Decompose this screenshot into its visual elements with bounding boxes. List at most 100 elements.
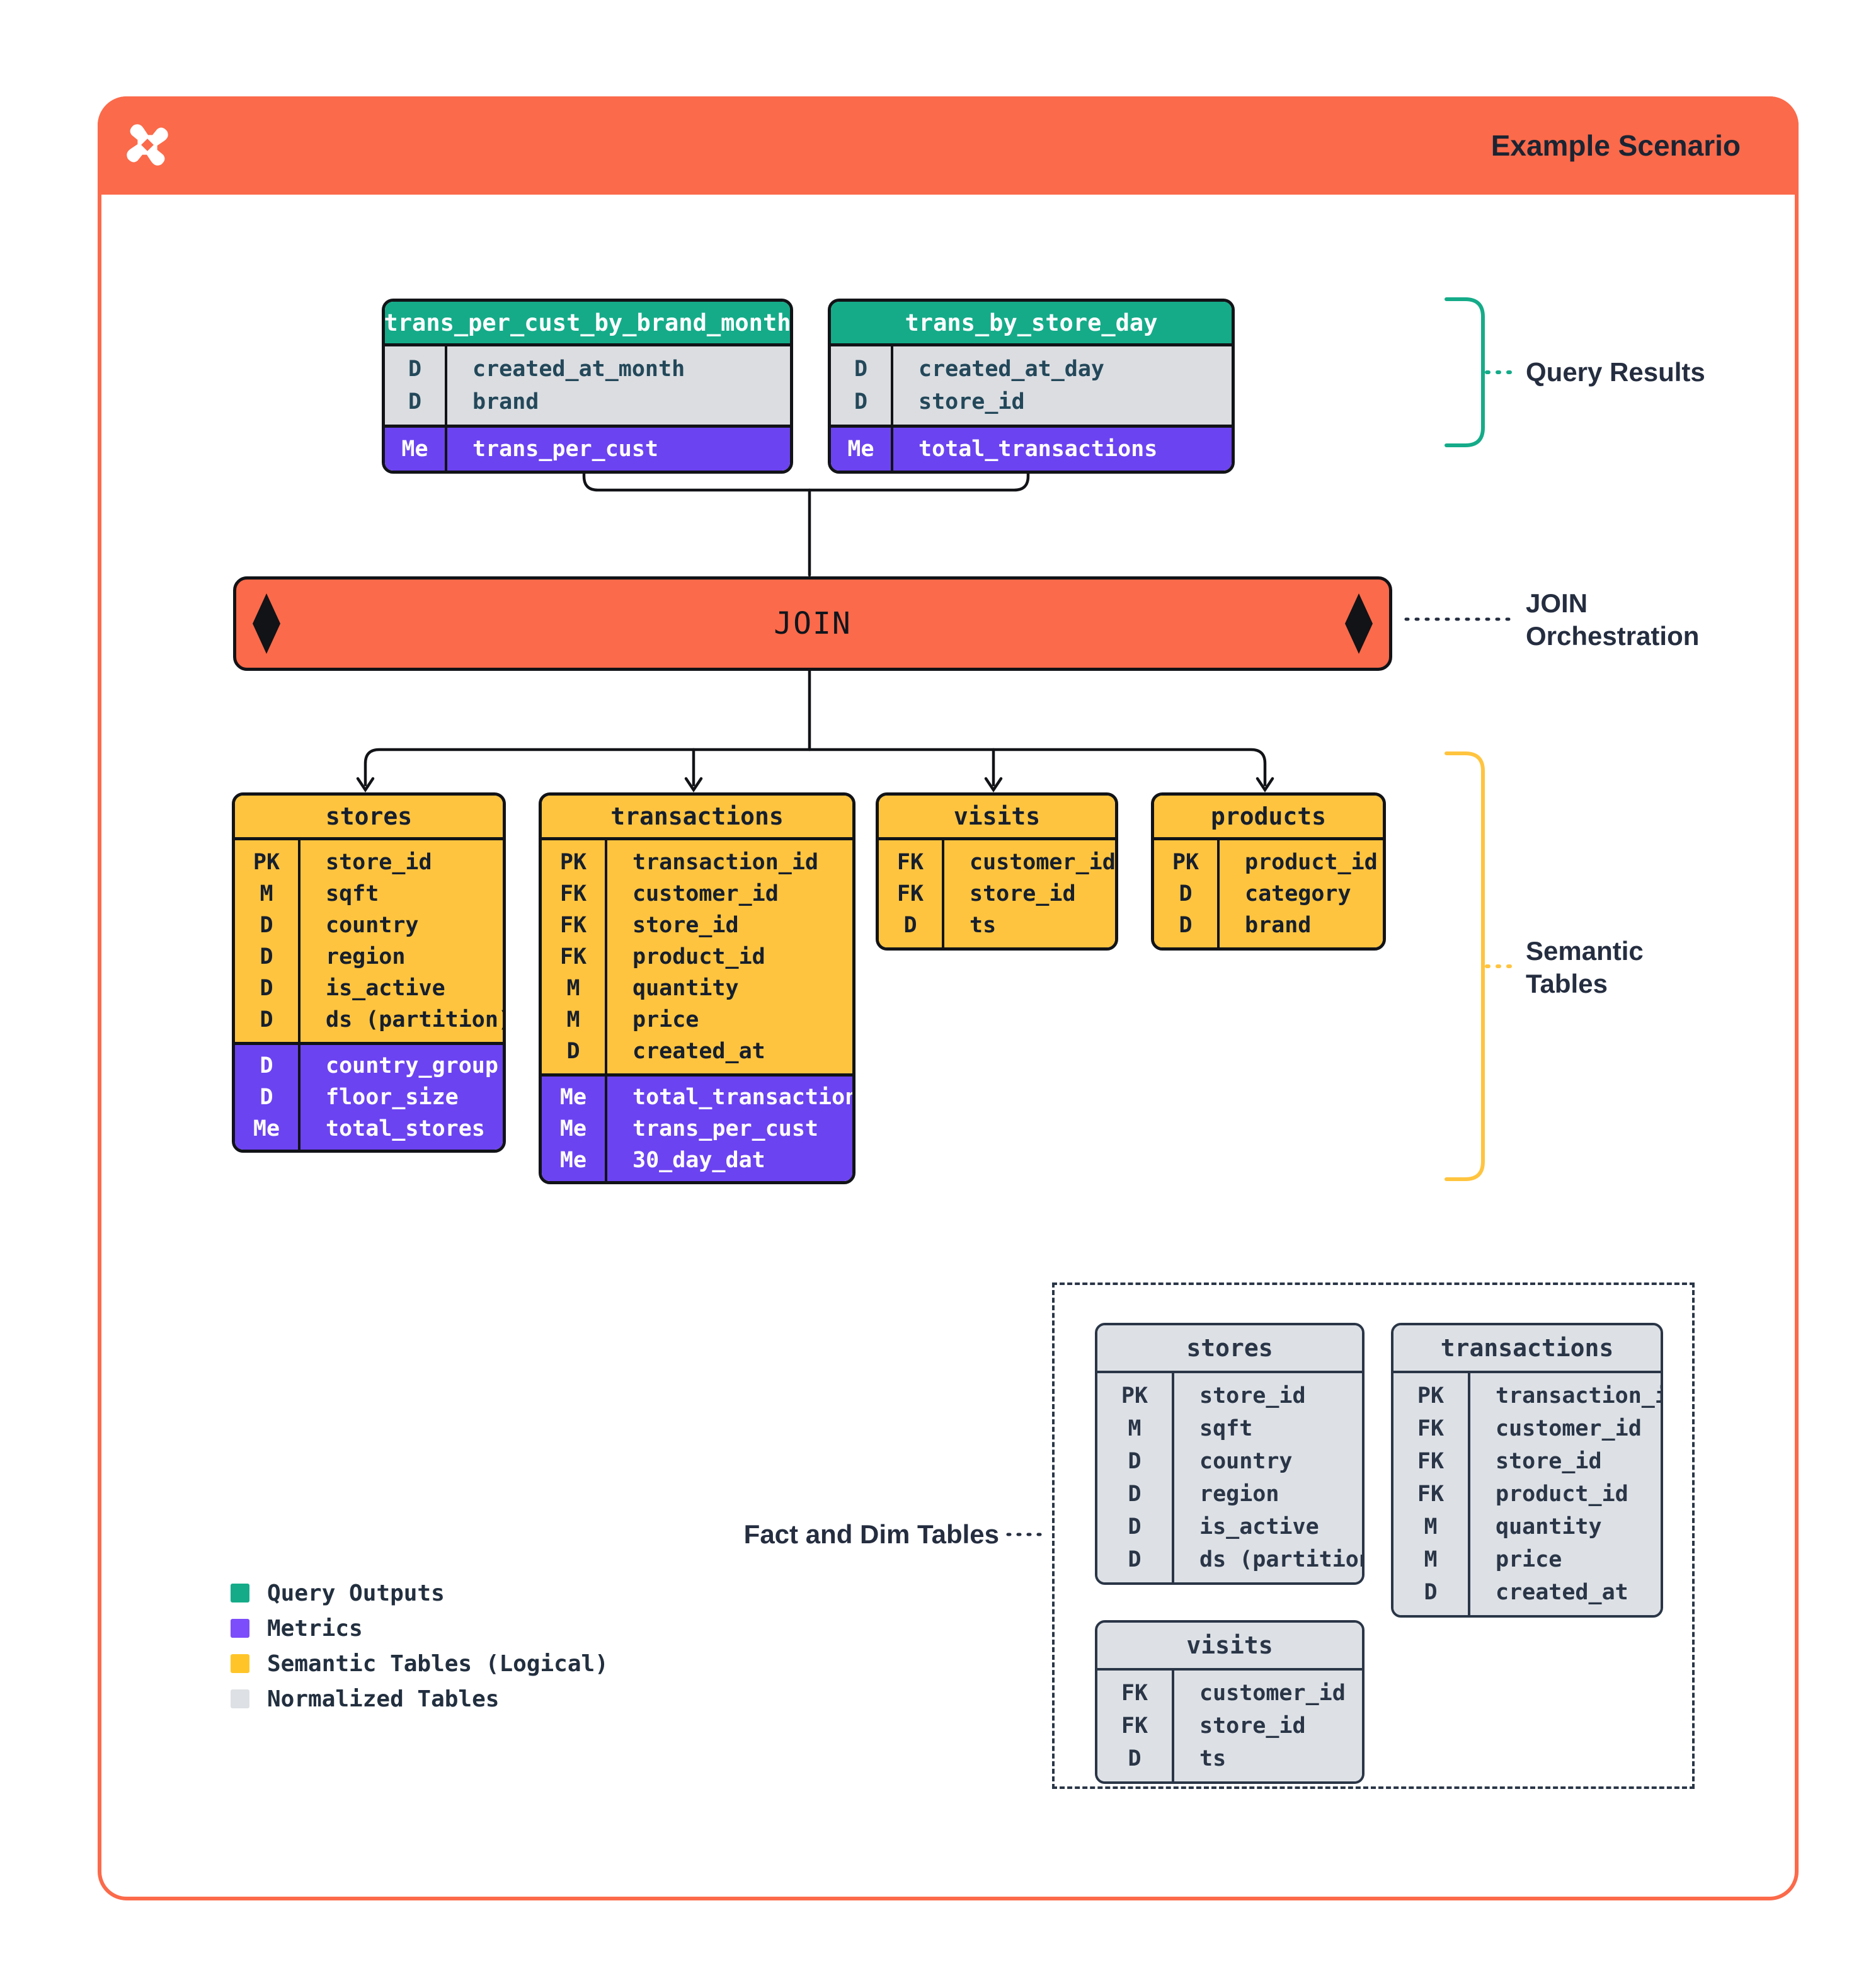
row-field: ts (970, 913, 997, 938)
table-title: stores (1097, 1325, 1362, 1371)
row-key: FK (1121, 1681, 1148, 1706)
row-key: D (260, 976, 273, 1001)
row-key: D (566, 1039, 580, 1064)
row-field: customer_id (1496, 1416, 1642, 1441)
join-orchestration-label-line1: JOIN (1526, 588, 1588, 618)
row-field: store_id (1199, 1713, 1306, 1739)
row-field: created_at (632, 1039, 765, 1064)
row-key: D (260, 1085, 273, 1110)
row-field: store_id (918, 389, 1025, 414)
row-key: FK (559, 913, 587, 938)
legend-item: Normalized Tables (231, 1686, 609, 1712)
table-title: visits (879, 796, 1115, 837)
row-key: D (1128, 1449, 1141, 1474)
table-title: visits (1097, 1623, 1362, 1668)
row-field: 30_day_dat (632, 1148, 765, 1173)
row-field: trans_per_cust (632, 1116, 819, 1141)
row-key: D (408, 357, 422, 382)
row-field: customer_id (1199, 1681, 1346, 1706)
row-key: D (1179, 913, 1193, 938)
query-results-bracket (1445, 297, 1519, 447)
row-field: price (632, 1007, 699, 1032)
table-title: trans_per_cust_by_brand_month (385, 302, 790, 343)
row-key: M (1424, 1514, 1438, 1540)
row-field: store_id (970, 881, 1076, 906)
row-key: FK (896, 881, 924, 906)
row-field: country (326, 913, 419, 938)
row-field: total_stores (326, 1116, 485, 1141)
legend-item: Semantic Tables (Logical) (231, 1651, 609, 1677)
row-field: sqft (1199, 1416, 1253, 1441)
legend-label: Metrics (267, 1615, 363, 1642)
row-field: sqft (326, 881, 379, 906)
table-title: stores (235, 796, 503, 837)
diamond-icon (1345, 593, 1373, 654)
row-key: D (260, 944, 273, 969)
join-label: JOIN (774, 606, 852, 641)
legend-swatch-yellow (231, 1654, 249, 1673)
semantic-tables-label-line1: Semantic (1526, 936, 1644, 966)
legend-item: Query Outputs (231, 1580, 609, 1606)
semantic-tables-label-line2: Tables (1526, 969, 1608, 998)
row-key: D (1128, 1547, 1141, 1572)
join-orchestration-label: JOIN Orchestration (1526, 587, 1699, 653)
row-key: D (260, 913, 273, 938)
row-field: created_at (1496, 1580, 1628, 1605)
row-key: D (1179, 881, 1193, 906)
row-key: PK (1121, 1383, 1148, 1408)
semantic-tables-label: Semantic Tables (1526, 935, 1644, 1000)
row-field: brand (1245, 913, 1312, 938)
row-key: Me (559, 1148, 587, 1173)
row-field: brand (472, 389, 539, 414)
legend-swatch-purple (231, 1619, 249, 1638)
table-row: FK customer_id (1097, 1677, 1362, 1710)
row-field: product_id (1496, 1482, 1628, 1507)
row-field: customer_id (970, 850, 1116, 875)
row-field: store_id (1496, 1449, 1602, 1474)
table-title: trans_by_store_day (831, 302, 1232, 343)
row-key: Me (559, 1085, 587, 1110)
